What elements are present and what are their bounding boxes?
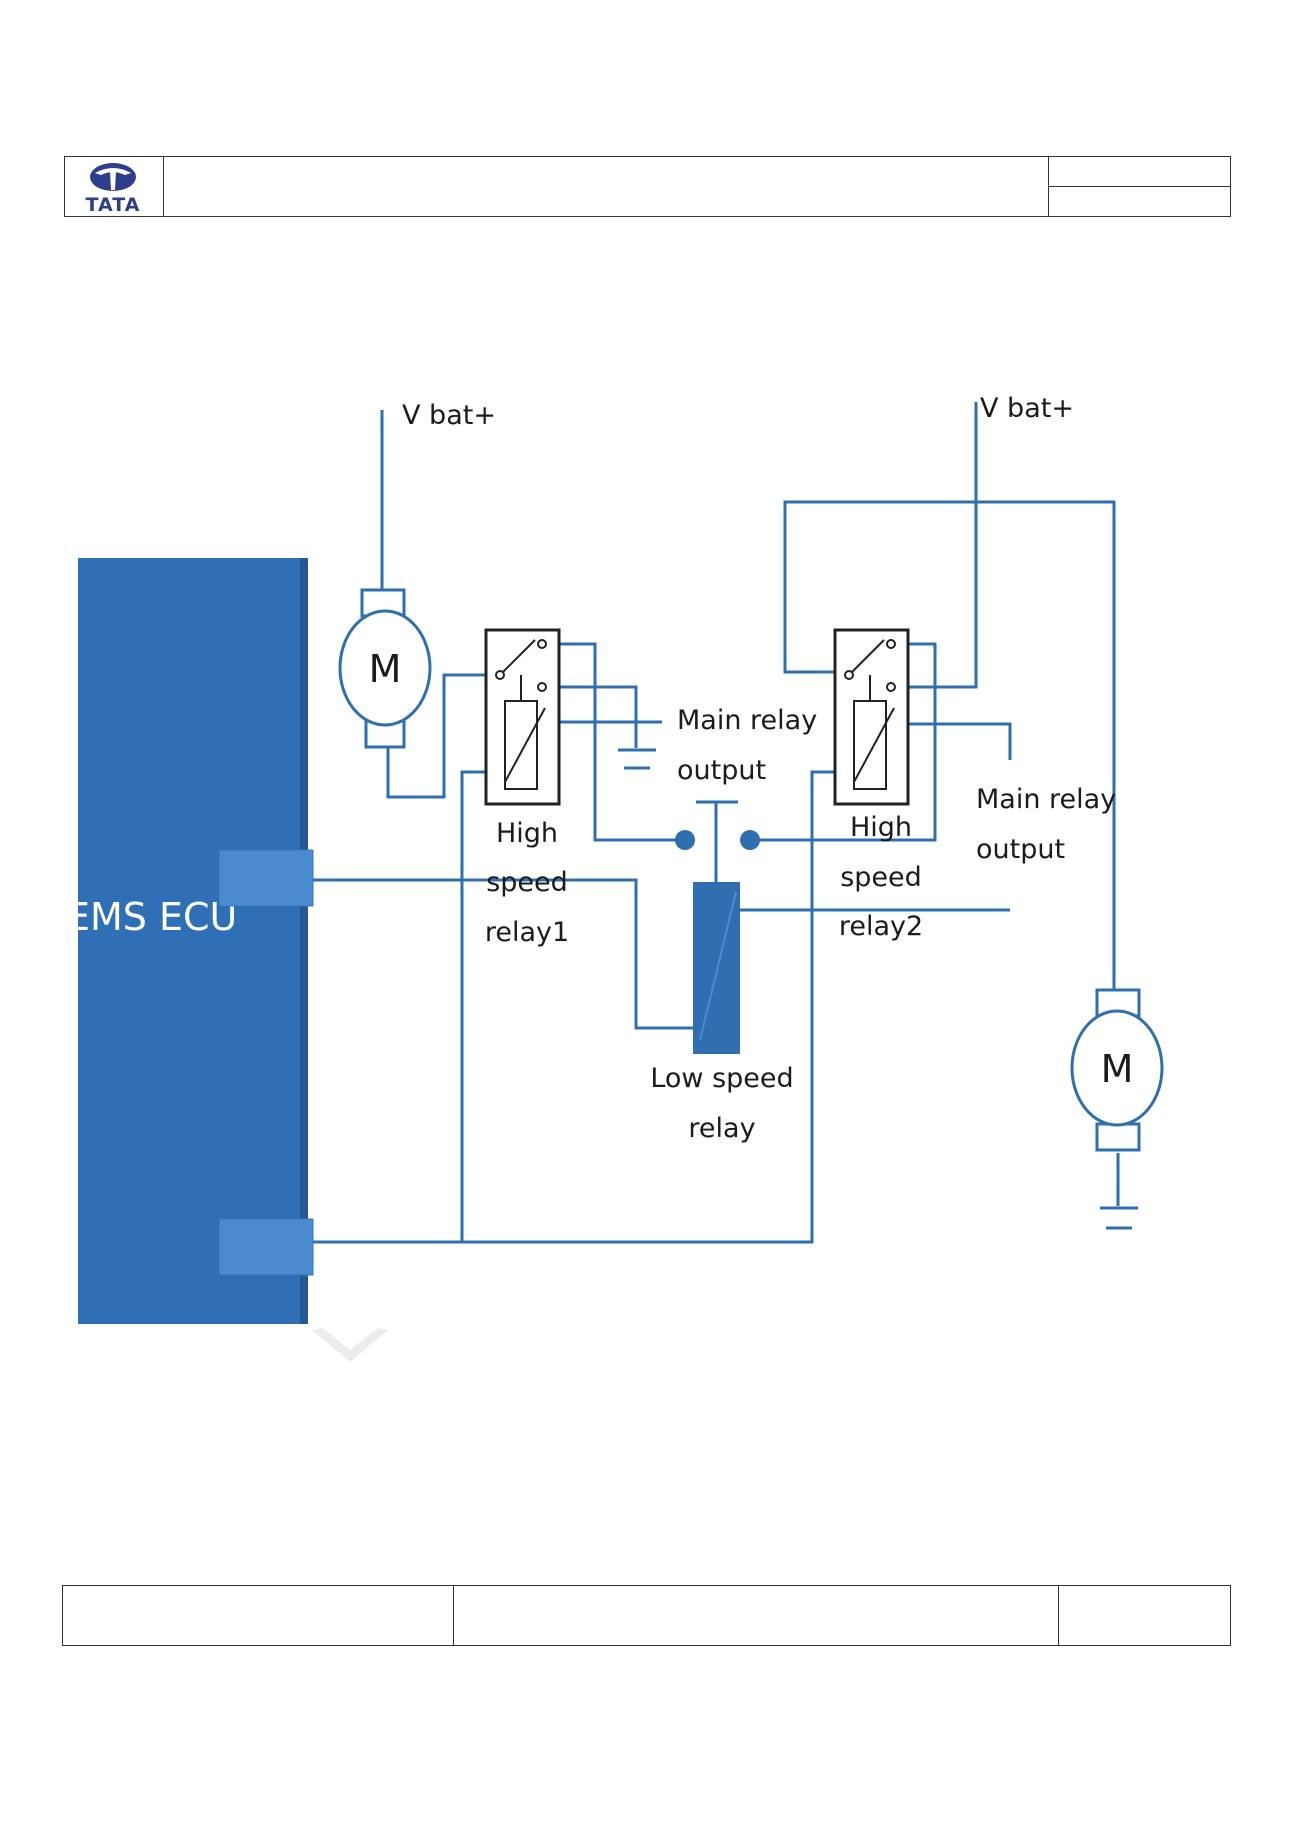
high-speed-relay1	[484, 628, 561, 806]
relay2-label-line2: speed	[840, 862, 922, 893]
ground-symbol-right	[1100, 1206, 1138, 1230]
relay1-label-line2: speed	[486, 867, 568, 898]
chevron-watermark-icon	[312, 1328, 388, 1362]
vbat-left-label: V bat+	[402, 400, 496, 431]
low-speed-relay-label-line2: relay	[688, 1113, 755, 1144]
vbat-right-label: V bat+	[980, 393, 1074, 424]
ecu-pin-lower	[218, 1218, 314, 1276]
contact-dot-right	[740, 830, 760, 850]
page-footer	[62, 1585, 1231, 1646]
header-right-divider	[1049, 186, 1230, 187]
wire-vbat-right	[890, 402, 978, 689]
relay2-label-line3: relay2	[839, 911, 923, 942]
relay1-label-line3: relay1	[485, 917, 569, 948]
ems-ecu-edge	[300, 558, 308, 1324]
low-speed-relay-label-line1: Low speed	[650, 1063, 793, 1094]
relay2-label-line1: High	[850, 812, 912, 843]
motor-left-label: M	[369, 647, 402, 691]
motor-left: M	[338, 588, 432, 749]
wire-relay2-motor-right	[783, 500, 1116, 990]
low-speed-relay	[693, 882, 740, 1054]
header-logo-cell: TATA	[65, 157, 164, 216]
header-right-cell	[1048, 157, 1230, 216]
ground-symbol-left	[618, 724, 656, 770]
footer-right-cell	[1058, 1586, 1230, 1645]
ems-ecu-block	[78, 558, 308, 1324]
ecu-pin-upper	[218, 849, 314, 907]
wire-relay1-no	[545, 685, 638, 724]
wire-relay1-coil-ground	[460, 770, 500, 1242]
footer-left-cell	[63, 1586, 454, 1645]
motor-right-label: M	[1101, 1047, 1134, 1091]
main-relay-left-label-line1: Main relay	[677, 705, 817, 736]
wire-contact-relay2	[750, 642, 937, 842]
high-speed-relay2	[833, 628, 910, 806]
tata-logo-icon: TATA	[86, 163, 141, 216]
logo-text: TATA	[86, 194, 141, 216]
wire-relay1-nc	[545, 642, 685, 842]
wire-motor-left-relay1	[386, 673, 500, 799]
wire-ground-bus	[313, 770, 838, 1244]
ems-ecu-label: EMS ECU	[66, 895, 237, 939]
wiring	[313, 402, 1120, 1244]
wire-ecu-low-speed	[313, 878, 693, 1030]
main-relay-right-label-line2: output	[976, 834, 1065, 865]
page-header: TATA	[64, 156, 1231, 217]
contact-dot-left	[675, 830, 695, 850]
relay1-label-line1: High	[496, 818, 558, 849]
wire-relay2-main	[890, 722, 1012, 760]
main-relay-left-label-line2: output	[677, 755, 766, 786]
motor-right: M	[1070, 988, 1164, 1152]
main-relay-right-label-line1: Main relay	[976, 784, 1116, 815]
